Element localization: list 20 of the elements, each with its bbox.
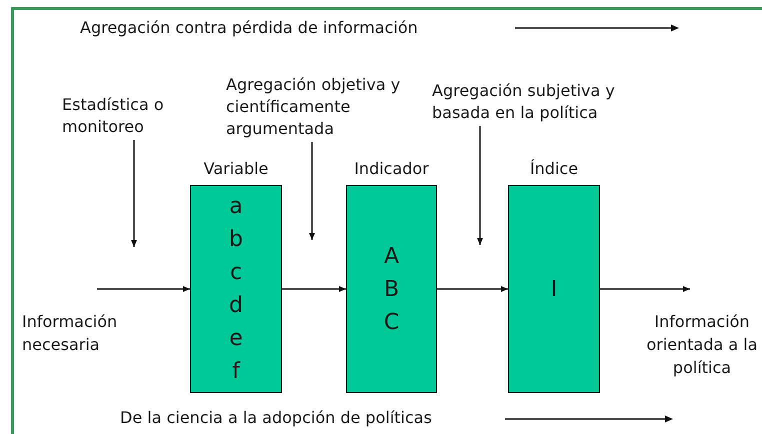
box-heading: Índice bbox=[530, 158, 578, 180]
box-content: A B C bbox=[382, 242, 400, 336]
annotation-text: Agregación subjetiva y basada en la política bbox=[432, 80, 654, 124]
arrow bbox=[97, 286, 190, 292]
box-heading: Indicador bbox=[354, 158, 429, 180]
box-heading: Variable bbox=[204, 158, 268, 180]
arrow bbox=[282, 286, 346, 292]
box-content: I bbox=[550, 276, 558, 304]
caption-text: Agregación contra pérdida de información bbox=[80, 17, 419, 39]
arrow bbox=[131, 140, 137, 247]
arrow bbox=[477, 126, 483, 245]
arrow bbox=[437, 286, 508, 292]
caption-text: Información orientada a la política bbox=[645, 311, 759, 379]
caption-text: De la ciencia a la adopción de políticas bbox=[120, 407, 433, 429]
annotation-text: Estadística o monitoreo bbox=[62, 94, 197, 138]
arrow bbox=[600, 286, 690, 292]
caption-text: Información necesaria bbox=[22, 311, 118, 356]
arrow bbox=[309, 142, 315, 240]
annotation-text: Agregación objetiva y científicamente argumentada bbox=[226, 74, 422, 140]
box-content: a b c d e f bbox=[228, 193, 244, 386]
